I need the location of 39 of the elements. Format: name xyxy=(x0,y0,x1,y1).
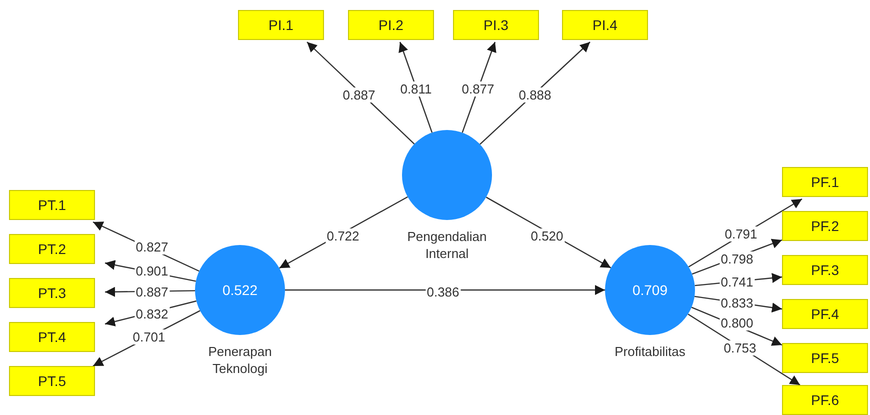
indicator-box: PI.2 xyxy=(348,10,434,40)
edge-label: 0.888 xyxy=(518,88,552,102)
r-squared-value: 0.522 xyxy=(222,280,258,300)
indicator-box: PF.2 xyxy=(782,211,868,241)
indicator-box: PF.3 xyxy=(782,255,868,285)
indicator-box: PT.1 xyxy=(9,190,95,220)
edge-label: 0.901 xyxy=(134,264,170,278)
edge-label: 0.791 xyxy=(724,226,758,242)
edge-label: 0.386 xyxy=(426,284,460,300)
edge-label: 0.887 xyxy=(134,284,170,300)
indicator-box: PI.1 xyxy=(238,10,324,40)
indicator-box: PT.2 xyxy=(9,234,95,264)
indicator-box: PF.4 xyxy=(782,299,868,329)
indicator-box: PI.3 xyxy=(453,10,539,40)
indicator-box: PT.3 xyxy=(9,278,95,308)
indicator-box: PF.5 xyxy=(782,343,868,373)
indicator-box: PF.1 xyxy=(782,167,868,197)
edge-label: 0.887 xyxy=(342,88,376,102)
edge-label: 0.753 xyxy=(722,340,758,356)
construct-name: Profitabilitas xyxy=(614,343,686,360)
indicator-box: PT.5 xyxy=(9,366,95,396)
edge-label: 0.520 xyxy=(530,228,564,244)
indicator-box: PT.4 xyxy=(9,322,95,352)
edge-label: 0.701 xyxy=(132,330,166,344)
edge-label: 0.827 xyxy=(134,240,170,254)
indicator-box: PF.6 xyxy=(782,385,868,415)
edge-label: 0.800 xyxy=(720,316,754,330)
indicator-box: PI.4 xyxy=(562,10,648,40)
edge-label: 0.833 xyxy=(720,296,754,310)
edge-label: 0.722 xyxy=(326,228,360,244)
r-squared-value: 0.709 xyxy=(632,280,668,300)
arrow xyxy=(285,285,605,295)
construct-name: Penerapan Teknologi xyxy=(207,343,273,377)
edge-label: 0.741 xyxy=(720,274,754,290)
edge-label: 0.811 xyxy=(399,82,433,96)
construct-name: Pengendalian Internal xyxy=(406,228,488,262)
edge-label: 0.832 xyxy=(134,306,170,322)
edge-label: 0.798 xyxy=(720,252,754,266)
edge-label: 0.877 xyxy=(460,82,496,96)
